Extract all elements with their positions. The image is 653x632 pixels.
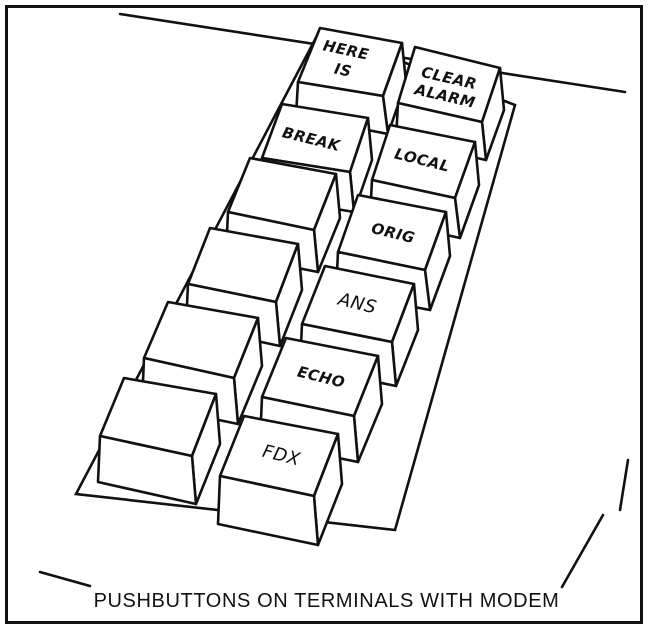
figure-frame [5,5,643,624]
case-right-edge-lower [560,513,605,589]
blank-button-4[interactable] [96,376,222,506]
figure-caption: PUSHBUTTONS ON TERMINALS WITH MODEM [93,590,560,612]
here-is-label-line2: IS [333,59,354,80]
fdx-button[interactable]: FDX [216,414,344,547]
case-right-edge-upper [618,458,630,512]
orig-button[interactable]: ORIG [334,193,452,312]
case-bottom-left-edge [38,570,92,588]
